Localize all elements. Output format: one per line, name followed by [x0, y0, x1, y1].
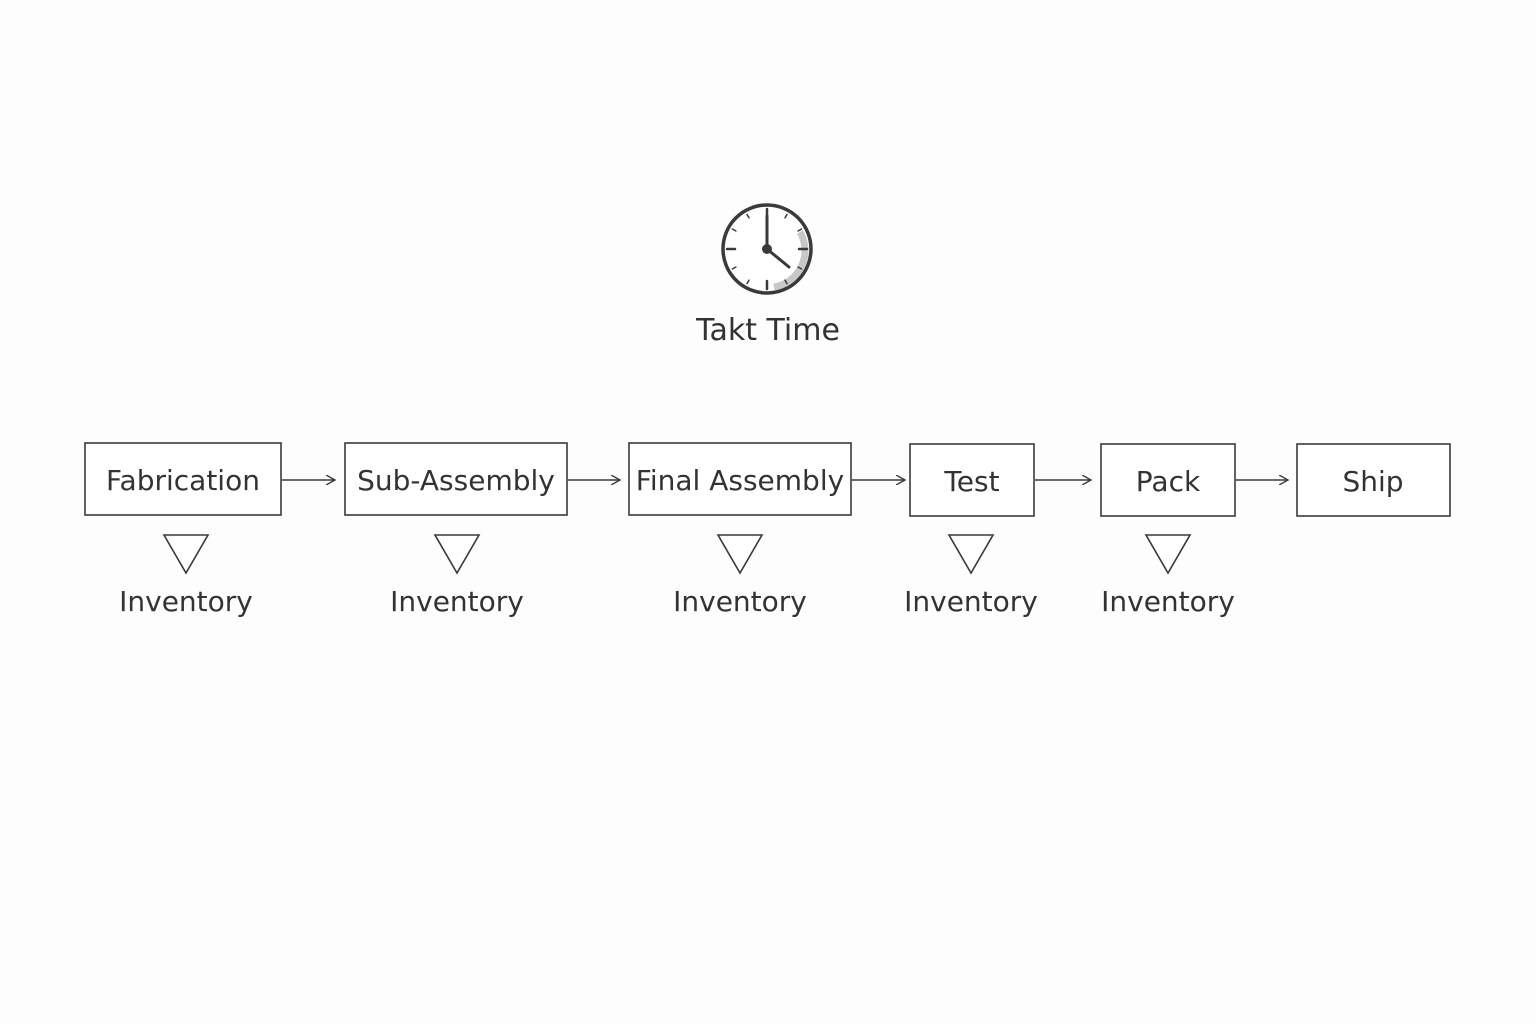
- inventory-label: Inventory: [1101, 585, 1235, 618]
- process-label: Fabrication: [106, 464, 260, 497]
- inventory-pack: Inventory: [1101, 534, 1235, 618]
- takt-time-label: Takt Time: [695, 313, 840, 348]
- inventory-triangle-icon: [947, 534, 995, 575]
- inventory-triangle-icon: [162, 534, 210, 575]
- inventory-sub-assembly: Inventory: [390, 534, 524, 618]
- inventory-label: Inventory: [673, 585, 807, 618]
- process-ship: Ship: [1296, 443, 1451, 517]
- inventory-triangle-icon: [1144, 534, 1192, 575]
- inventory-label: Inventory: [119, 585, 253, 618]
- clock-icon: [721, 203, 813, 295]
- inventory-final-assembly: Inventory: [673, 534, 807, 618]
- process-label: Pack: [1136, 465, 1201, 498]
- process-label: Sub-Assembly: [357, 464, 555, 497]
- process-label: Ship: [1342, 465, 1403, 498]
- process-label: Test: [943, 465, 999, 498]
- process-fabrication: Fabrication: [84, 442, 282, 516]
- process-label: Final Assembly: [636, 464, 844, 497]
- inventory-label: Inventory: [904, 585, 1038, 618]
- inventory-fabrication: Inventory: [119, 534, 253, 618]
- process-test: Test: [909, 443, 1035, 517]
- inventory-label: Inventory: [390, 585, 524, 618]
- process-pack: Pack: [1100, 443, 1236, 517]
- inventory-test: Inventory: [904, 534, 1038, 618]
- process-final-assembly: Final Assembly: [628, 442, 852, 516]
- inventory-triangle-icon: [716, 534, 764, 575]
- inventory-triangle-icon: [433, 534, 481, 575]
- process-sub-assembly: Sub-Assembly: [344, 442, 568, 516]
